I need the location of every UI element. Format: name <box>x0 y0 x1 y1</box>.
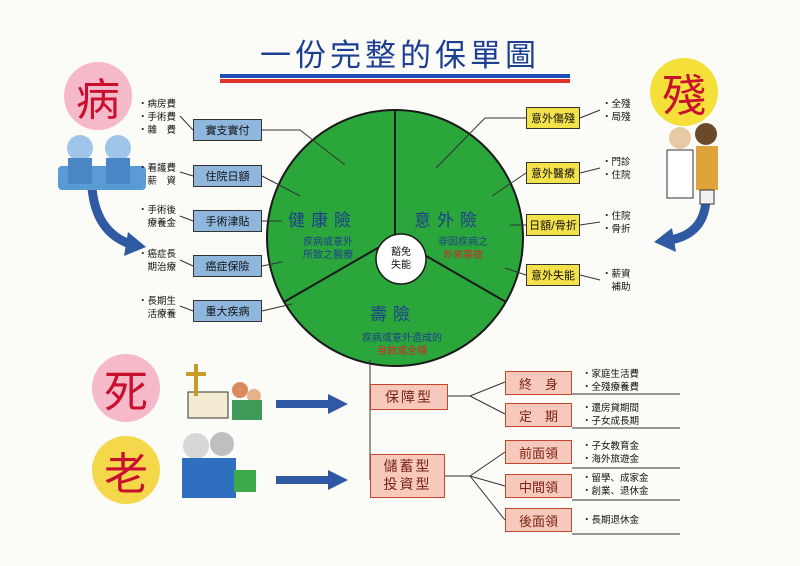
center-text: 豁免 失能 <box>391 247 411 271</box>
protection-item-0: 終 身 <box>505 371 572 395</box>
accident-desc: 非因疾病之外來事故 <box>438 237 488 261</box>
savings-item-2: 後面領 <box>505 508 572 532</box>
pie-divider-left <box>283 237 396 303</box>
health-note-0: ・病房費 ・手術費 ・雜 費 <box>138 99 177 136</box>
health-desc: 疾病或意外所致之醫療 <box>303 237 353 261</box>
savings-item-0: 前面領 <box>505 440 572 464</box>
accident-box-3: 意外失能 <box>526 264 580 286</box>
old-word: 老 <box>92 436 160 504</box>
protection-note-1: ・還房貸期間 ・子女成長期 <box>582 403 640 427</box>
sick-word: 病 <box>64 62 132 130</box>
savings-note-2: ・長期退休金 <box>582 515 640 526</box>
arrow-to-savings <box>328 470 348 490</box>
curved-arrow-left <box>87 187 132 249</box>
disabled-word: 殘 <box>650 58 718 126</box>
accident-box-0: 意外傷殘 <box>526 107 580 129</box>
life-title: 壽險 <box>370 305 416 325</box>
elderly-couple-illustration <box>182 432 256 498</box>
life-desc: 疾病或意外造成的身故或全殘 <box>362 333 442 357</box>
accident-box-2: 日額/骨折 <box>526 214 580 236</box>
health-box-0: 實支實付 <box>193 119 262 141</box>
accident-note-0: ・全殘 ・局殘 <box>602 99 631 123</box>
savings-box: 儲蓄型 投資型 <box>370 454 445 498</box>
health-note-4: ・長期生 活療養 <box>138 296 177 320</box>
pie-center <box>375 233 427 285</box>
health-note-1: ・看護費 薪 資 <box>138 163 177 187</box>
accident-title: 意外險 <box>414 211 483 231</box>
accident-note-2: ・住院 ・骨折 <box>602 211 631 235</box>
health-note-3: ・癌症長 期治療 <box>138 249 177 273</box>
curved-arrow-right <box>669 199 711 245</box>
savings-note-0: ・子女教育金 ・海外旅遊金 <box>582 441 640 465</box>
savings-item-1: 中間領 <box>505 474 572 498</box>
death-word: 死 <box>92 354 160 422</box>
accident-note-1: ・門診 ・住院 <box>602 157 631 181</box>
health-box-1: 住院日額 <box>193 165 262 187</box>
doctor-patient-illustration <box>666 123 718 205</box>
health-note-2: ・手術後 療養金 <box>138 205 177 229</box>
title-underline-blue <box>220 74 570 78</box>
health-title: 健康險 <box>288 211 357 231</box>
health-box-4: 重大疾病 <box>193 300 262 322</box>
accident-note-3: ・薪資 補助 <box>602 269 631 293</box>
health-box-3: 癌症保險 <box>193 255 262 277</box>
surgeons-illustration <box>58 135 146 190</box>
accident-box-1: 意外醫療 <box>526 162 580 184</box>
savings-note-1: ・留學、成家金 ・創業、退休金 <box>582 473 649 497</box>
health-box-2: 手術津貼 <box>193 210 262 232</box>
protection-box: 保障型 <box>370 384 448 410</box>
page-title: 一份完整的保單圖 <box>260 38 540 74</box>
protection-note-0: ・家庭生活費 ・全殘療養費 <box>582 369 640 393</box>
title-underline-red <box>220 79 570 83</box>
protection-item-1: 定 期 <box>505 403 572 427</box>
family-bible-illustration <box>186 364 262 420</box>
arrow-to-protection <box>328 394 348 414</box>
